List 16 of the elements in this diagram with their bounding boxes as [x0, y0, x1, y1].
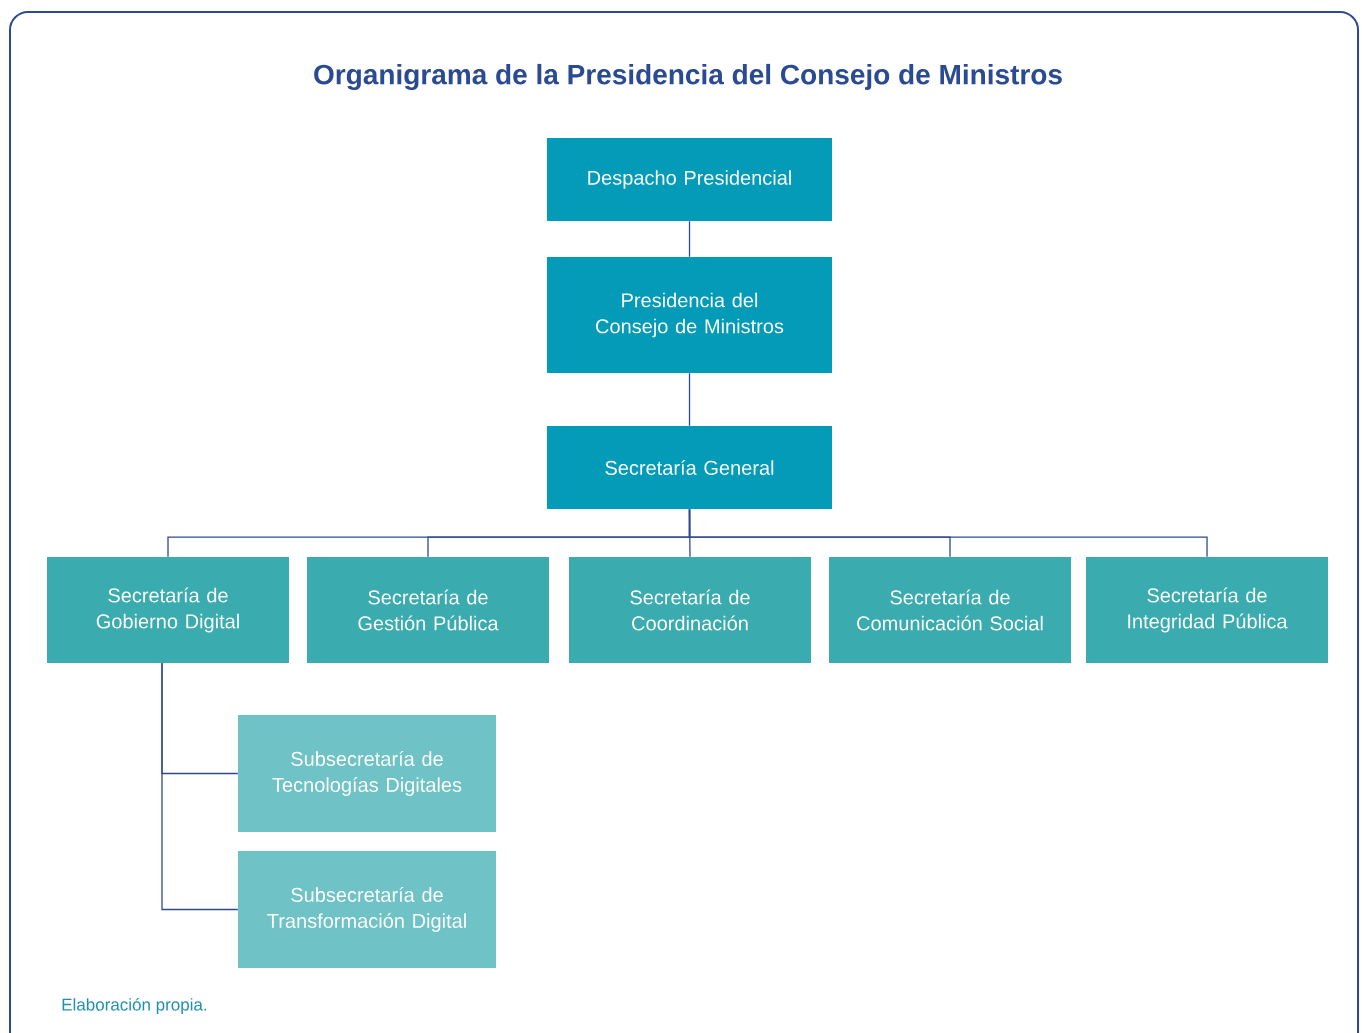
org-box: Secretaría de Comunicación Social	[829, 557, 1071, 663]
org-box: Secretaría de Coordinación	[569, 557, 811, 663]
org-box: Subsecretaría de Transformación Digital	[238, 851, 496, 968]
connector-line	[688, 372, 691, 427]
org-box: Secretaría de Gestión Pública	[307, 557, 549, 663]
org-box: Secretaría de Gobierno Digital	[47, 557, 289, 663]
org-box: Secretaría de Integridad Pública	[1086, 557, 1328, 663]
connector-line	[161, 662, 239, 911]
org-box: Subsecretaría de Tecnologías Digitales	[238, 715, 496, 832]
connector-line	[688, 220, 691, 258]
title: Organigrama de la Presidencia del Consejo de Ministros	[314, 63, 1062, 91]
org-box: Secretaría General	[547, 426, 832, 509]
org-box: Despacho Presidencial	[547, 138, 832, 221]
org-box: Presidencia del Consejo de Ministros	[547, 257, 832, 373]
caption: Elaboración propia.	[62, 998, 207, 1015]
connector-line	[688, 508, 1208, 558]
